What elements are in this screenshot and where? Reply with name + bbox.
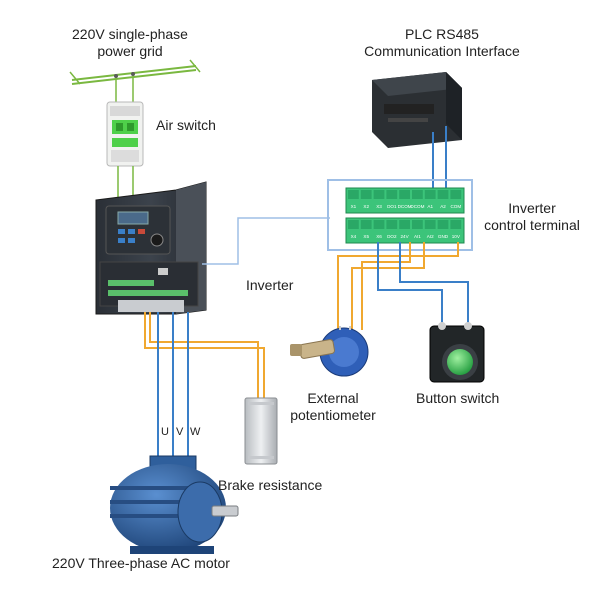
top-terminal-label: X1 bbox=[351, 204, 357, 209]
top-terminal-cell bbox=[360, 190, 372, 199]
bottom-terminal-cell bbox=[360, 220, 372, 229]
inverter-to-terminal-link bbox=[202, 217, 330, 265]
potentiometer-label-line2: potentiometer bbox=[290, 407, 376, 423]
air-switch-label: Air switch bbox=[156, 117, 216, 133]
potentiometer-label: External potentiometer bbox=[280, 390, 386, 424]
power-grid-label-line2: power grid bbox=[97, 43, 163, 59]
terminal-label-line2: control terminal bbox=[484, 217, 580, 233]
potentiometer-device bbox=[290, 326, 369, 377]
bottom-terminal-cell bbox=[450, 220, 462, 229]
bottom-terminal-cell bbox=[412, 220, 423, 229]
plc-to-terminal-wires bbox=[432, 126, 447, 196]
plc-device bbox=[372, 72, 462, 148]
bottom-terminal-label: DO2 bbox=[387, 234, 397, 239]
phase-u-label: U bbox=[161, 426, 169, 438]
bottom-terminal-label: X6 bbox=[376, 234, 382, 239]
button-switch-wires bbox=[377, 242, 469, 326]
bottom-terminal-label: X5 bbox=[363, 234, 369, 239]
bottom-terminal-cell bbox=[437, 220, 449, 229]
bottom-terminal-cell bbox=[373, 220, 385, 229]
top-terminal-label: DCOM bbox=[410, 204, 424, 209]
bottom-terminal-label: 24V bbox=[401, 234, 410, 239]
top-terminal-cell bbox=[373, 190, 385, 199]
phase-w-label: W bbox=[190, 426, 201, 438]
top-terminal-label: A2 bbox=[440, 204, 446, 209]
top-terminal-label: A1 bbox=[427, 204, 433, 209]
terminal-label: Inverter control terminal bbox=[476, 200, 588, 234]
potentiometer-label-line1: External bbox=[307, 390, 359, 406]
bottom-terminal-cell bbox=[424, 220, 436, 229]
top-terminal-cell bbox=[386, 190, 398, 199]
top-terminal-label: X3 bbox=[376, 204, 382, 209]
plc-label-line2: Communication Interface bbox=[364, 43, 520, 59]
inverter-device bbox=[95, 181, 207, 315]
bottom-terminal-label: AI2 bbox=[427, 234, 434, 239]
button-switch-device bbox=[429, 322, 485, 383]
power-grid-label: 220V single-phase power grid bbox=[60, 26, 200, 60]
bottom-terminal-cell bbox=[399, 220, 410, 229]
top-terminal-label: COM bbox=[450, 204, 461, 209]
power-grid-lines bbox=[69, 59, 201, 85]
air-switch-device bbox=[106, 101, 144, 167]
top-terminal-label: X2 bbox=[363, 204, 369, 209]
top-terminal-label: DO1 bbox=[387, 204, 397, 209]
inverter-label: Inverter bbox=[246, 277, 294, 293]
top-terminal-cell bbox=[424, 190, 436, 199]
inverter-to-brake-wires bbox=[144, 312, 265, 398]
phase-v-label: V bbox=[176, 426, 184, 438]
plc-label: PLC RS485 Communication Interface bbox=[350, 26, 534, 60]
bottom-terminal-label: AI1 bbox=[414, 234, 421, 239]
brake-resistance-label: Brake resistance bbox=[218, 477, 323, 493]
grid-feed-wires bbox=[114, 72, 135, 104]
top-terminal-cell bbox=[412, 190, 423, 199]
motor-phase-wires bbox=[157, 312, 189, 466]
bottom-terminal-cell bbox=[386, 220, 398, 229]
potentiometer-wires bbox=[337, 242, 459, 330]
bottom-terminal-label: GND bbox=[438, 234, 449, 239]
motor-label: 220V Three-phase AC motor bbox=[52, 555, 230, 571]
bottom-terminal-label: 10V bbox=[452, 234, 461, 239]
top-terminal-cell bbox=[437, 190, 449, 199]
brake-resistance-device bbox=[244, 397, 278, 465]
terminal-label-line1: Inverter bbox=[508, 200, 556, 216]
bottom-terminal-label: X4 bbox=[351, 234, 357, 239]
top-terminal-cell bbox=[348, 190, 359, 199]
power-grid-label-line1: 220V single-phase bbox=[72, 26, 188, 42]
ac-motor-device bbox=[110, 455, 239, 554]
plc-label-line1: PLC RS485 bbox=[405, 26, 479, 42]
top-terminal-cell bbox=[450, 190, 462, 199]
bottom-terminal-cell bbox=[348, 220, 359, 229]
top-terminal-cell bbox=[399, 190, 410, 199]
top-terminal-label: DCOM bbox=[398, 204, 412, 209]
button-switch-label: Button switch bbox=[416, 390, 500, 406]
